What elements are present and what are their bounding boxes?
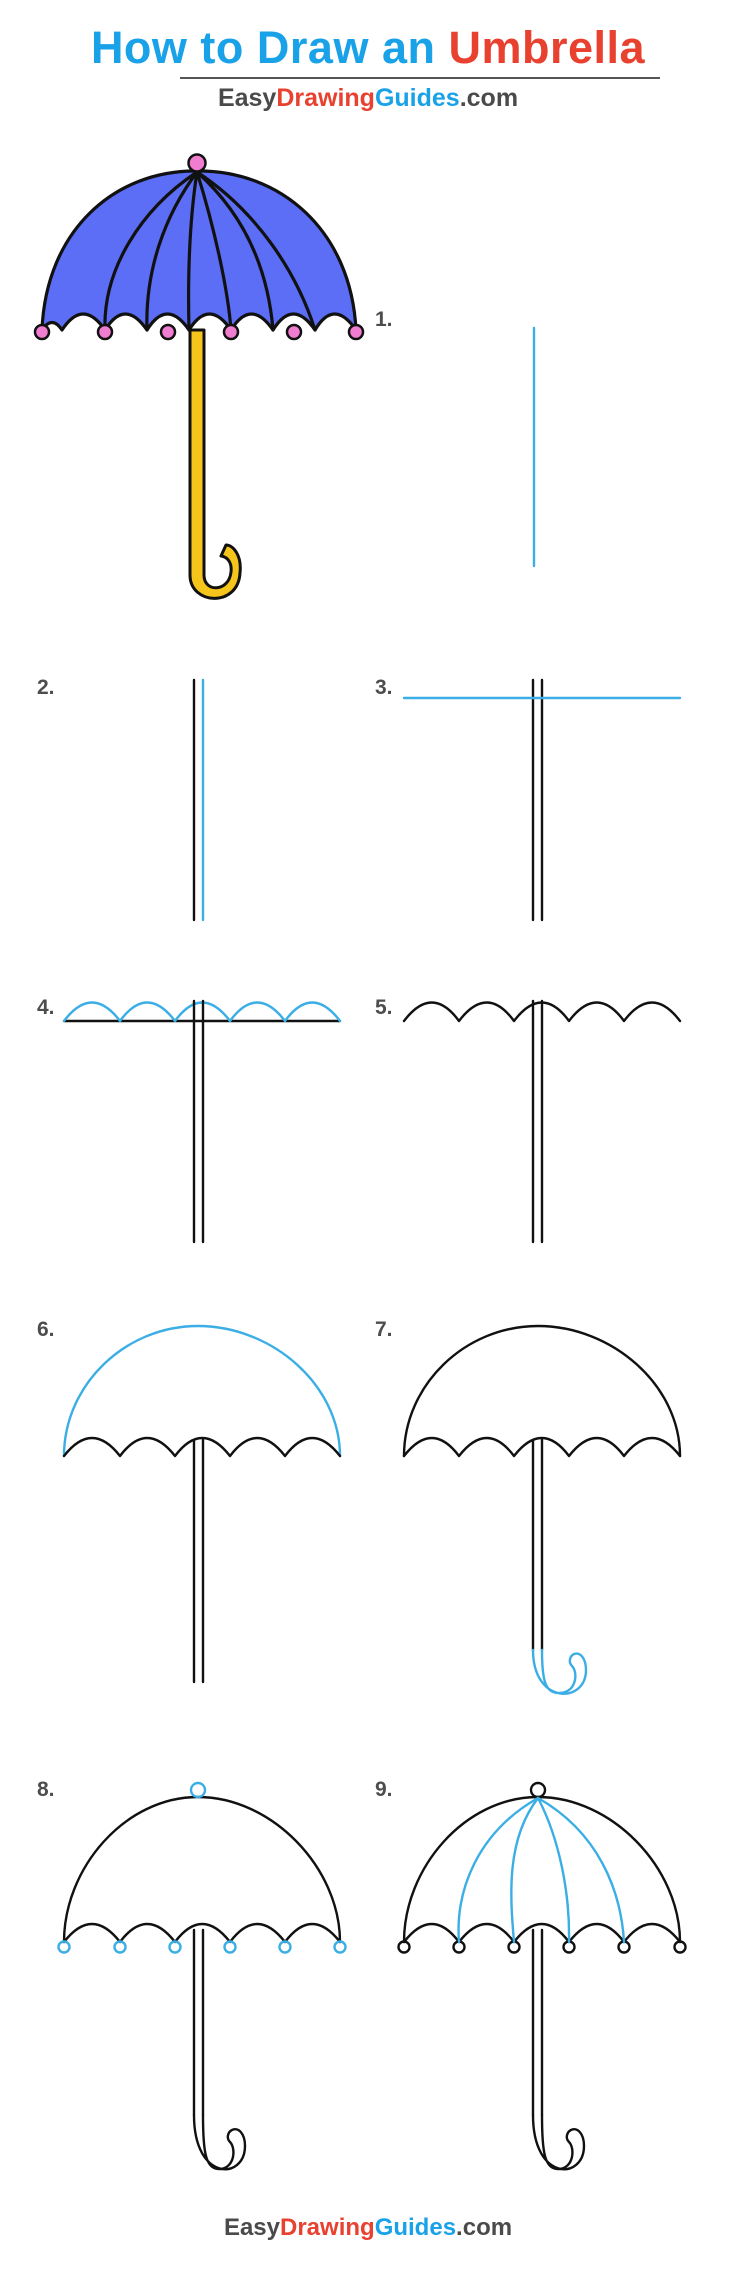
brand-logo-bottom: EasyDrawingGuides.com: [223, 2214, 513, 2241]
step-label-4: 4.: [37, 996, 55, 1019]
step-6-drawing: [62, 1324, 342, 1684]
finished-handle: [188, 328, 242, 600]
step-label-7: 7.: [375, 1318, 393, 1341]
finished-ribs: [103, 170, 317, 332]
rib-tip: [222, 323, 240, 341]
step-2-drawing: [192, 678, 205, 922]
step-8-drawing: [57, 1781, 347, 2171]
step-9-drawing: [397, 1781, 687, 2171]
finished-umbrella: [33, 153, 365, 600]
rib-tip: [33, 323, 51, 341]
step-label-3: 3.: [375, 676, 393, 699]
step-7-drawing: [402, 1324, 682, 1695]
step-label-8: 8.: [37, 1778, 55, 1801]
title-text-part1: How to Draw an: [90, 22, 436, 73]
rib-tip: [96, 323, 114, 341]
step-label-5: 5.: [375, 996, 393, 1019]
step-label-1: 1.: [375, 308, 393, 331]
step-3-drawing: [402, 678, 682, 922]
finished-canopy: [40, 169, 358, 332]
rib-tip: [285, 323, 303, 341]
page-title: How to Draw an Umbrella: [0, 22, 736, 74]
title-underline: [180, 77, 660, 79]
rib-tip: [347, 323, 365, 341]
step-5-drawing: [402, 999, 682, 1244]
step-label-2: 2.: [37, 676, 55, 699]
step-4-drawing: [62, 999, 342, 1244]
step-label-9: 9.: [375, 1778, 393, 1801]
title-text-part2: Umbrella: [448, 22, 646, 73]
brand-logo-top: EasyDrawingGuides.com: [217, 84, 519, 112]
top-tip: [187, 153, 207, 173]
rib-tip: [159, 323, 177, 341]
step-label-6: 6.: [37, 1318, 55, 1341]
